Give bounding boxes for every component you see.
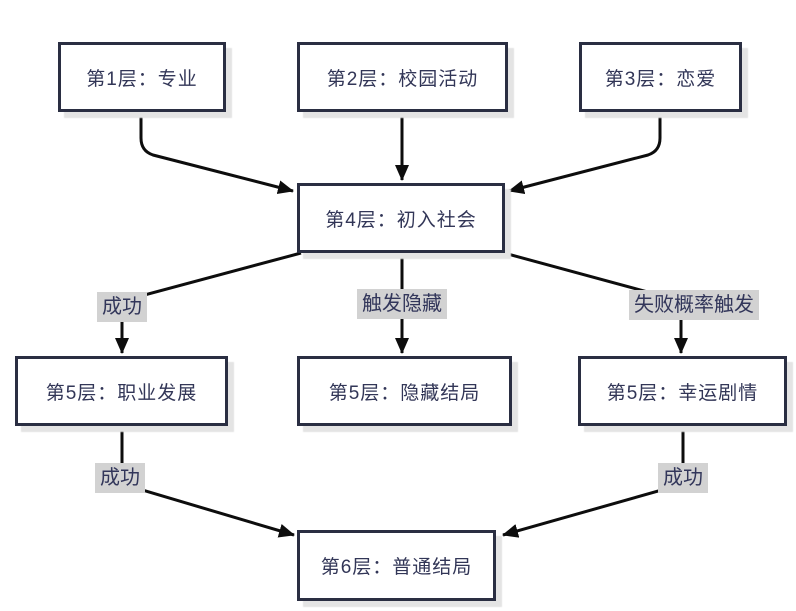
edge-label-success-career: 成功 [97,292,147,322]
node-layer2-campus-activities: 第2层：校园活动 [297,42,508,112]
edge-label-failure-probability-trigger: 失败概率触发 [629,290,759,320]
node-layer1-major: 第1层：专业 [58,42,226,112]
node-layer5-hidden-ending: 第5层：隐藏结局 [297,356,512,426]
node-layer6-normal-ending: 第6层：普通结局 [297,530,496,601]
edge-label-success-to-ending-right: 成功 [658,463,708,493]
edge-label-success-to-ending-left: 成功 [95,463,145,493]
edge-layer3-to-layer4 [508,112,662,195]
edge-layer5-lucky-to-layer6 [502,427,685,538]
edge-label-trigger-hidden: 触发隐藏 [357,289,447,319]
edge-layer4-to-layer5-career [115,251,302,354]
edge-layer5-career-to-layer6 [120,427,295,538]
node-layer5-lucky-plot: 第5层：幸运剧情 [578,356,787,426]
node-layer4-entering-society: 第4层：初入社会 [297,183,505,253]
node-layer3-romance: 第3层：恋爱 [579,42,742,112]
edge-layer1-to-layer4 [139,112,294,195]
node-layer5-career-development: 第5层：职业发展 [15,356,228,426]
